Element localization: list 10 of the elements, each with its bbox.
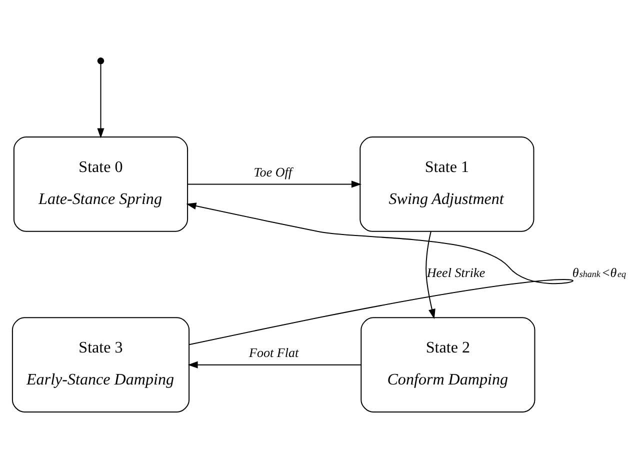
edge-label: Foot Flat [249, 345, 299, 360]
edge-label: θshank<θeq [572, 264, 626, 280]
node-box: State 3 Early-Stance Damping [12, 317, 190, 412]
edge-label: Toe Off [254, 164, 292, 180]
node-box: State 0 Late-Stance Spring [13, 136, 188, 232]
arrow [97, 64, 104, 138]
node-circle [97, 58, 104, 64]
node-box: State 2 Conform Damping [360, 317, 536, 412]
arrow [188, 180, 362, 188]
arrow [188, 361, 362, 368]
